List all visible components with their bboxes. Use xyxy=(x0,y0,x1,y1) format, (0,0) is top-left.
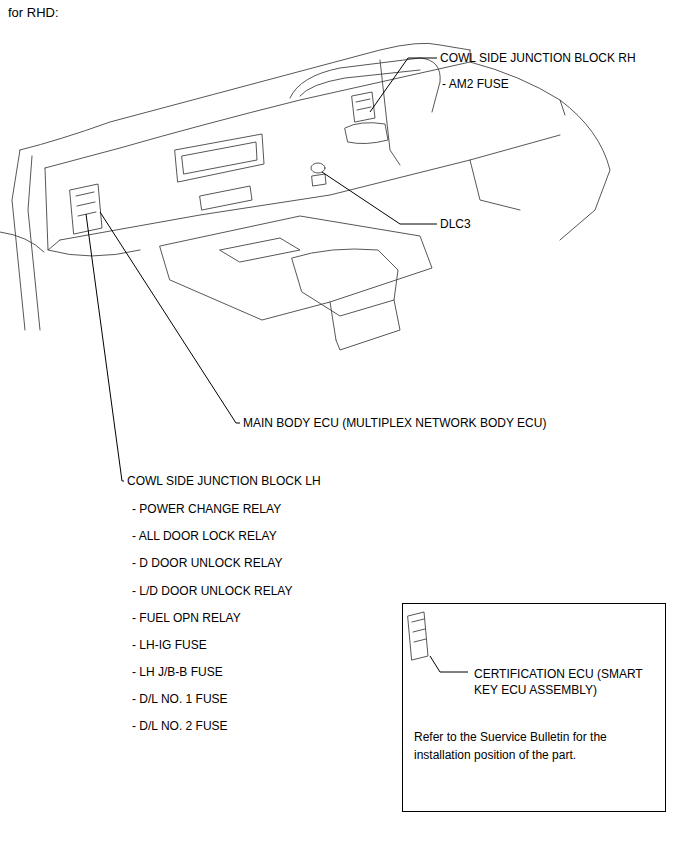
part-label: COWL SIDE JUNCTION BLOCK RH xyxy=(440,50,636,66)
note-text: Refer to the Suervice Bulletin for the i… xyxy=(414,728,658,764)
part-label: - D/L NO. 1 FUSE xyxy=(132,691,228,707)
note-box: CERTIFICATION ECU (SMART KEY ECU ASSEMBL… xyxy=(402,603,666,812)
part-label: - L/D DOOR UNLOCK RELAY xyxy=(132,583,292,599)
part-label: - D/L NO. 2 FUSE xyxy=(132,718,228,734)
part-label: - D DOOR UNLOCK RELAY xyxy=(132,555,282,571)
part-label: - AM2 FUSE xyxy=(442,76,509,92)
part-label: - POWER CHANGE RELAY xyxy=(132,501,281,517)
part-name: CERTIFICATION ECU (SMART KEY ECU ASSEMBL… xyxy=(474,666,660,698)
part-label: - LH J/B-B FUSE xyxy=(132,664,223,680)
part-label: COWL SIDE JUNCTION BLOCK LH xyxy=(127,473,321,489)
part-label: - FUEL OPN RELAY xyxy=(132,610,241,626)
part-label: - ALL DOOR LOCK RELAY xyxy=(132,528,277,544)
part-label: MAIN BODY ECU (MULTIPLEX NETWORK BODY EC… xyxy=(243,415,546,431)
diagram-title: for RHD: xyxy=(8,5,59,21)
part-label: - LH-IG FUSE xyxy=(132,637,207,653)
part-label: DLC3 xyxy=(440,216,471,232)
